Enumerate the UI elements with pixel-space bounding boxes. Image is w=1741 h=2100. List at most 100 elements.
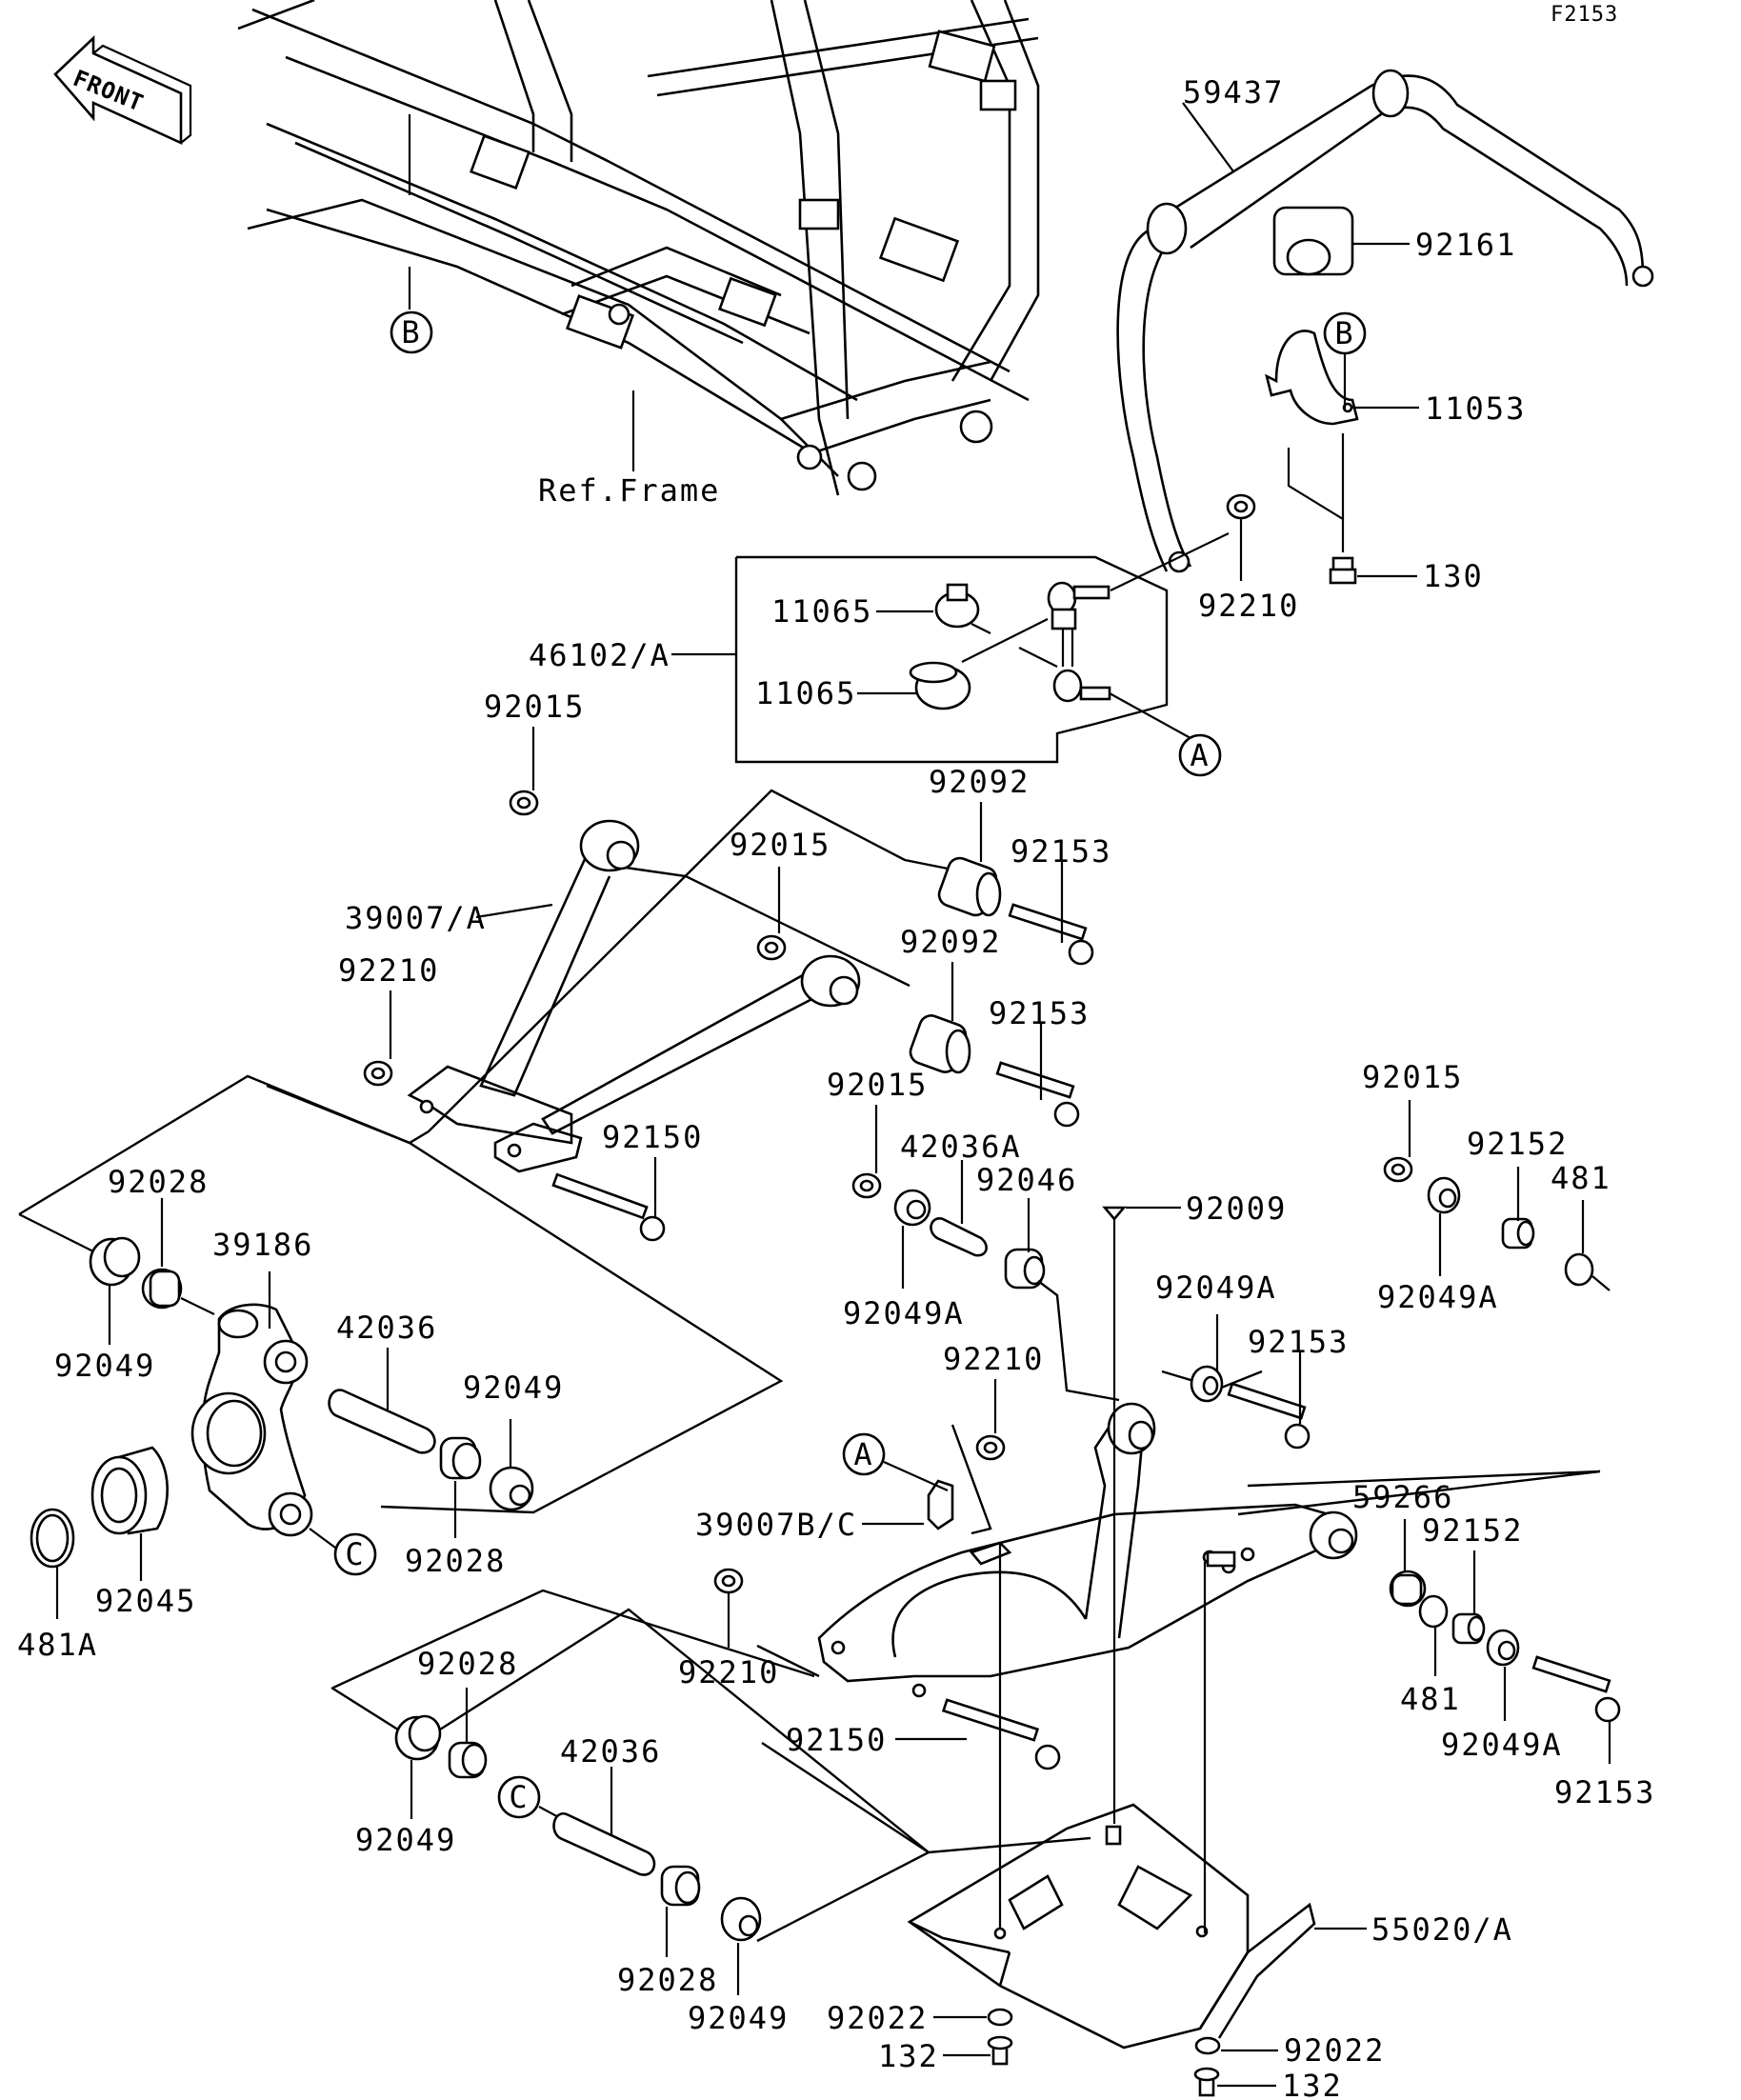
label-92045: 92045: [95, 1583, 196, 1619]
label-11065-a: 11065: [771, 593, 872, 630]
label-92028-c: 92028: [417, 1646, 518, 1682]
washer-92022-a: [987, 2008, 1013, 2027]
skid-plate-55020A: [907, 1803, 1316, 2050]
label-92092-b: 92092: [900, 924, 1001, 960]
ref-frame-label: Ref.Frame: [538, 472, 720, 509]
label-92150-a: 92150: [602, 1119, 703, 1155]
sleeve-42036-b: [552, 1812, 656, 1876]
lower-arm-line-c: [1237, 1470, 1601, 1516]
label-55020A: 55020/A: [1371, 1911, 1513, 1948]
bolt-92150-b: [941, 1698, 1061, 1770]
figure-code: F2153: [1551, 3, 1618, 27]
bearing-92045: [90, 1446, 169, 1535]
ref-b-circle-clamp: B: [1323, 311, 1367, 355]
seal-92049A-a: [893, 1189, 931, 1227]
label-92049A-b: 92049A: [1155, 1270, 1277, 1306]
label-92028-b: 92028: [405, 1543, 506, 1579]
bolt-92153-c: [1227, 1382, 1311, 1450]
label-92161: 92161: [1415, 227, 1516, 263]
bushing-92161: [1272, 206, 1354, 276]
bushing-92152-b: [1451, 1612, 1486, 1645]
ref-b-circle-frame: B: [390, 310, 433, 354]
label-42036-a: 42036: [336, 1310, 437, 1346]
sleeve-42036A: [930, 1217, 988, 1257]
ref-c-circle-knuckle: C: [333, 1532, 377, 1576]
label-481-a: 481: [1551, 1160, 1611, 1196]
label-92153-c: 92153: [1248, 1324, 1349, 1360]
label-92049-c: 92049: [355, 1822, 456, 1858]
bolt-92153-a: [1008, 903, 1094, 966]
lower-knuckle-group-line: [330, 1608, 931, 1943]
label-132-b: 132: [1282, 2068, 1343, 2100]
bolt-132-b: [1193, 2067, 1220, 2097]
seal-92049-c: [394, 1714, 442, 1761]
label-92210-d: 92210: [678, 1654, 779, 1690]
label-92028-d: 92028: [617, 1962, 718, 1998]
bushing-92046: [1004, 1248, 1046, 1290]
bolt-130: [1329, 556, 1357, 585]
bushing-92046-line: [1037, 1280, 1120, 1402]
bushing-59266: [1389, 1570, 1427, 1608]
vehicle-frame: [237, 0, 1040, 496]
lower-arm-note-line: [951, 1424, 992, 1535]
label-92015-b: 92015: [730, 827, 830, 863]
label-11053: 11053: [1425, 390, 1526, 427]
label-59266: 59266: [1352, 1479, 1453, 1515]
label-92049-d: 92049: [688, 2000, 789, 2036]
seal-92049A-b: [1190, 1365, 1224, 1403]
seal-92049A-c: [1427, 1176, 1461, 1214]
lower-arm-line-b: [332, 1589, 815, 1690]
label-481A: 481A: [17, 1627, 98, 1663]
upper-arm-39007A: [407, 819, 861, 1173]
upper-arm-group-line-b: [618, 865, 911, 988]
seal-92049-a: [89, 1236, 141, 1287]
bolt-92153-d: [1531, 1655, 1621, 1723]
bushing-92092-a: [937, 856, 1002, 917]
nut-92210-lower-a: [975, 1434, 1006, 1461]
screw-92009: [1102, 1206, 1127, 1222]
label-481-b: 481: [1400, 1681, 1461, 1717]
label-92150-b: 92150: [786, 1722, 887, 1758]
nut-92015-d: [1383, 1156, 1413, 1183]
label-92153-a: 92153: [1011, 833, 1111, 870]
stabilizer-bar: [1116, 69, 1654, 573]
label-92210-b: 92210: [338, 952, 439, 989]
seal-92049A-d: [1486, 1629, 1520, 1667]
kit-46102A-box: [734, 555, 1169, 764]
label-92009: 92009: [1186, 1190, 1287, 1227]
bushing-92092-b: [909, 1014, 971, 1074]
nut-92210-stabilizer: [1226, 493, 1256, 520]
label-11065-b: 11065: [755, 675, 856, 711]
label-132-a: 132: [878, 2038, 939, 2074]
circlip-481A: [30, 1508, 75, 1569]
label-92015-a: 92015: [484, 689, 585, 725]
knuckle-group-line: [18, 1074, 784, 1514]
boot-11065-b: [909, 661, 971, 710]
label-92046: 92046: [976, 1162, 1077, 1198]
label-92152-b: 92152: [1422, 1512, 1523, 1549]
label-39007A: 39007/A: [345, 900, 487, 936]
circlip-481-b: [1418, 1594, 1449, 1629]
nut-92210-upper: [363, 1060, 393, 1087]
label-39007BC: 39007B/C: [695, 1507, 857, 1543]
knuckle-39186: [190, 1303, 313, 1537]
bolt-92153-b: [995, 1061, 1080, 1128]
label-92210-c: 92210: [943, 1341, 1044, 1377]
boot-11065-a: [934, 583, 980, 629]
nut-92015-b: [756, 934, 787, 961]
washer-92022-b: [1194, 2036, 1221, 2055]
label-42036A: 42036A: [900, 1129, 1022, 1165]
label-92049A-a: 92049A: [843, 1295, 965, 1331]
svg-text:A: A: [1190, 737, 1210, 773]
label-92049A-c: 92049A: [1377, 1279, 1499, 1315]
lower-arm-line-a: [756, 1644, 820, 1678]
label-92210-a: 92210: [1198, 588, 1299, 624]
label-92049A-d: 92049A: [1441, 1727, 1563, 1763]
ref-b-label: B: [401, 314, 421, 350]
sleeve-42036-a: [328, 1389, 436, 1454]
label-92049-b: 92049: [463, 1370, 564, 1406]
lower-arm-39007BC: [817, 1402, 1358, 1698]
svg-text:A: A: [853, 1436, 873, 1472]
label-130: 130: [1423, 558, 1484, 594]
